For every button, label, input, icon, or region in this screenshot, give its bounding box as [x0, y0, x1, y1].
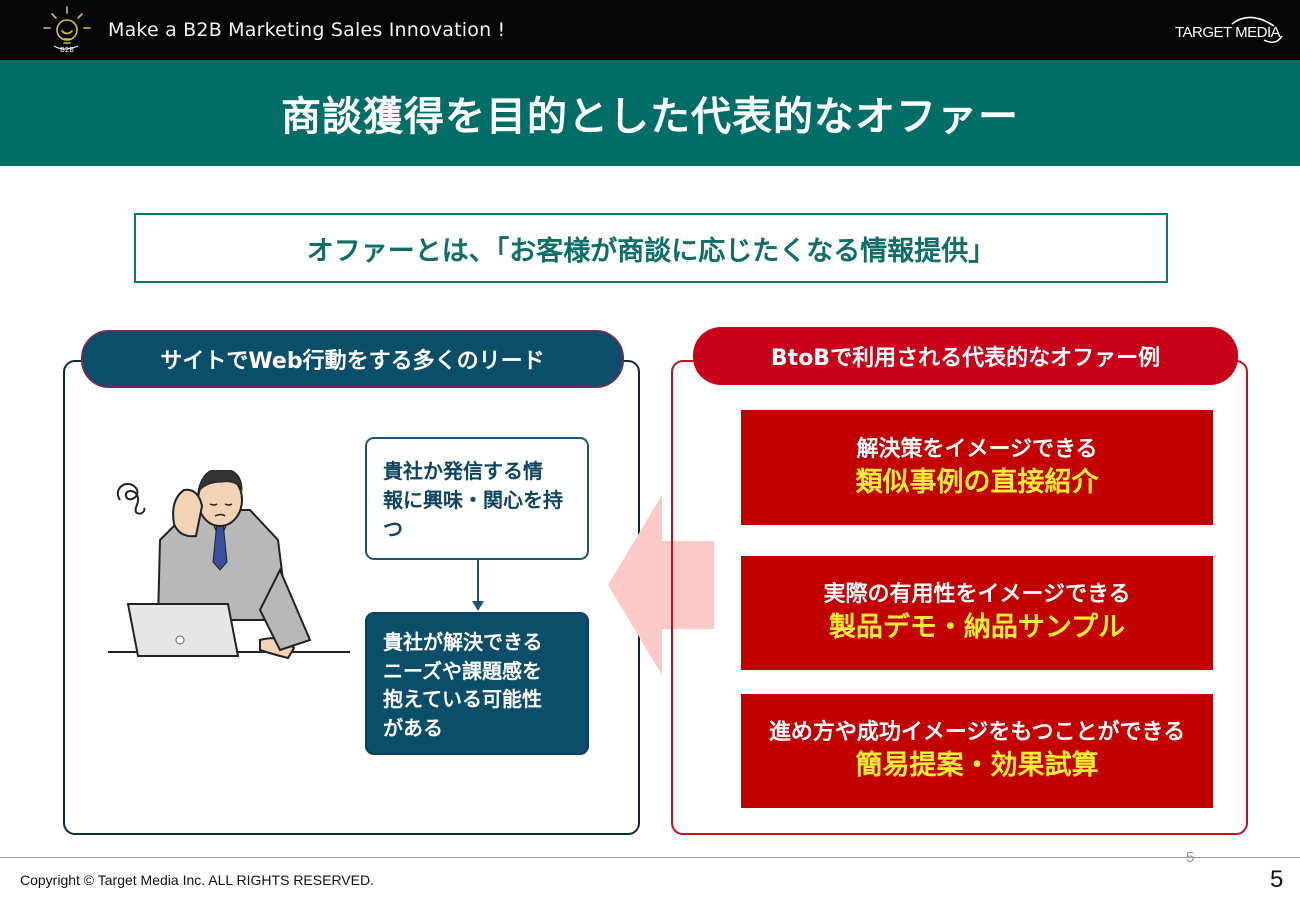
offer-card-proposal: 進め方や成功イメージをもつことができる 簡易提案・効果試算: [741, 694, 1213, 808]
down-arrow-line: [477, 560, 479, 606]
offer-card-subtitle: 実際の有用性をイメージできる: [823, 582, 1131, 607]
footer-divider: [0, 857, 1300, 858]
offer-card-subtitle: 解決策をイメージできる: [856, 436, 1098, 462]
right-panel-heading: BtoBで利用される代表的なオファー例: [693, 327, 1238, 385]
copyright-text: Copyright © Target Media Inc. ALL RIGHTS…: [20, 872, 374, 888]
lead-needs-box: 貴社が解決できる ニーズや課題感を 抱えている可能性 がある: [365, 612, 589, 755]
left-arrow-icon: [608, 495, 714, 675]
lead-interest-line-2: 報に興味・関心を持: [383, 488, 563, 512]
top-bar: B2B Make a B2B Marketing Sales Innovatio…: [0, 0, 1300, 60]
header-tagline: Make a B2B Marketing Sales Innovation !: [108, 19, 506, 41]
right-panel-heading-text: BtoBで利用される代表的なオファー例: [770, 346, 1161, 371]
offer-definition-text: オファーとは、「お客様が商談に応じたくなる情報提供」: [306, 235, 996, 267]
worried-businessman-illustration: [108, 470, 350, 660]
title-bar: 商談獲得を目的とした代表的なオファー: [0, 60, 1300, 166]
lead-needs-line-3: 抱えている可能性: [383, 687, 542, 711]
offer-definition-box: オファーとは、「お客様が商談に応じたくなる情報提供」: [134, 213, 1168, 283]
offer-card-case-study: 解決策をイメージできる 類似事例の直接紹介: [741, 410, 1213, 525]
lead-needs-line-2: ニーズや課題感を: [383, 658, 542, 683]
target-media-logo-arc-icon: [1231, 16, 1283, 43]
lead-interest-line-1: 貴社か発信する情: [383, 459, 543, 483]
offer-card-subtitle: 進め方や成功イメージをもつことができる: [768, 720, 1186, 745]
svg-text:B2B: B2B: [60, 46, 74, 54]
page-number: 5: [1270, 866, 1284, 893]
lead-interest-line-3: つ: [383, 517, 403, 541]
offer-card-title: 類似事例の直接紹介: [855, 466, 1099, 498]
lead-needs-line-4: がある: [383, 715, 443, 740]
offer-card-demo: 実際の有用性をイメージできる 製品デモ・納品サンプル: [741, 556, 1213, 670]
down-arrow-icon: [472, 601, 484, 611]
page-number-small: 5: [1186, 849, 1195, 866]
lead-interest-box: 貴社か発信する情 報に興味・関心を持 つ: [365, 437, 589, 560]
lightbulb-logo-icon: B2B: [43, 6, 91, 54]
offer-card-title: 製品デモ・納品サンプル: [828, 612, 1126, 643]
left-panel-heading-text: サイトでWeb行動をする多くのリード: [160, 349, 545, 374]
target-media-logo: TARGET MEDIA: [1175, 24, 1281, 41]
left-panel-heading: サイトでWeb行動をする多くのリード: [81, 330, 624, 388]
offer-card-title: 簡易提案・効果試算: [855, 750, 1099, 781]
page-title: 商談獲得を目的とした代表的なオファー: [281, 94, 1019, 140]
lead-needs-line-1: 貴社が解決できる: [383, 630, 543, 654]
